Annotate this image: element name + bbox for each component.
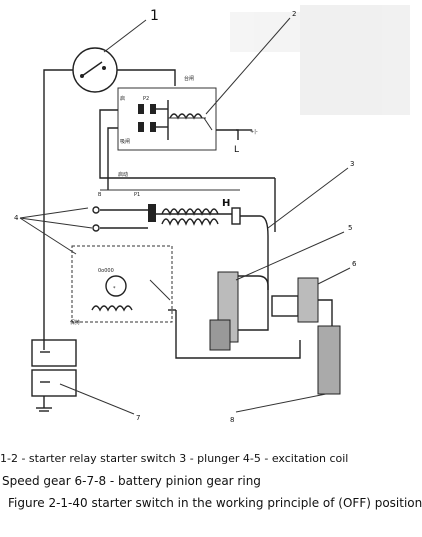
label-number-3: 3	[350, 160, 354, 168]
leader-line-7	[59, 383, 135, 415]
caption-line-2: Speed gear 6-7-8 - battery pinion gear r…	[2, 474, 261, 488]
label-number-6: 6	[352, 260, 357, 268]
label-counter: 0o000	[98, 268, 114, 274]
leader-line-4a	[19, 207, 89, 219]
top-bus-wire	[99, 109, 275, 179]
solenoid-assembly	[92, 204, 260, 232]
leader-line-3	[267, 167, 349, 229]
leader-line-8	[235, 393, 327, 413]
second-bus-wire	[107, 127, 118, 190]
starter-relay-box: P2 台闸 启 吸闸	[117, 75, 217, 151]
label-l: L	[234, 145, 239, 155]
label-number-8: 8	[230, 416, 234, 424]
label-p1: P1	[134, 192, 140, 198]
drive-lever	[259, 215, 269, 290]
relay-to-l-wire	[216, 129, 239, 140]
starter-relay-switch	[72, 47, 118, 93]
label-lower-cn: 吸闸	[120, 138, 130, 145]
label-h: H	[222, 198, 230, 209]
label-b: B	[98, 192, 102, 198]
battery	[31, 339, 77, 412]
label-number-5: 5	[348, 224, 352, 232]
leader-line-5	[235, 231, 345, 281]
leader-line-1	[103, 19, 147, 53]
switch-out-wire	[117, 69, 176, 86]
label-p2: P2	[143, 96, 149, 102]
ring-gear	[317, 325, 341, 395]
label-number-2: 2	[292, 10, 296, 18]
svg-text:*: *	[113, 286, 116, 292]
label-number-4: 4	[14, 214, 19, 222]
leader-line-6	[317, 267, 351, 285]
starter-switch-diagram: 1 P2 台闸 启 吸闸 L +|- 2 启动 B P1	[14, 5, 410, 424]
leader-line-2	[205, 17, 291, 115]
label-number-1: 1	[150, 8, 159, 24]
label-plus-terminal: +|-	[250, 129, 258, 135]
left-main-wire	[43, 69, 73, 350]
label-bottom-cn: 保持	[70, 319, 80, 326]
excitation-coil-box: 0o000 *	[71, 245, 176, 323]
bottom-return-wire	[175, 310, 301, 359]
caption-line-1: 1-2 - starter relay starter switch 3 - p…	[0, 452, 349, 465]
label-row-cn: 启动	[118, 171, 128, 178]
label-left-cn: 启	[120, 95, 125, 102]
label-number-7: 7	[136, 414, 140, 422]
background-bleed-text	[230, 5, 410, 115]
leader-line-4b	[19, 217, 93, 229]
starter-gear-assembly	[209, 271, 333, 351]
label-top-cn: 台闸	[184, 75, 194, 82]
leader-line-4c	[19, 217, 77, 255]
figure-caption: Figure 2-1-40 starter switch in the work…	[8, 496, 422, 510]
